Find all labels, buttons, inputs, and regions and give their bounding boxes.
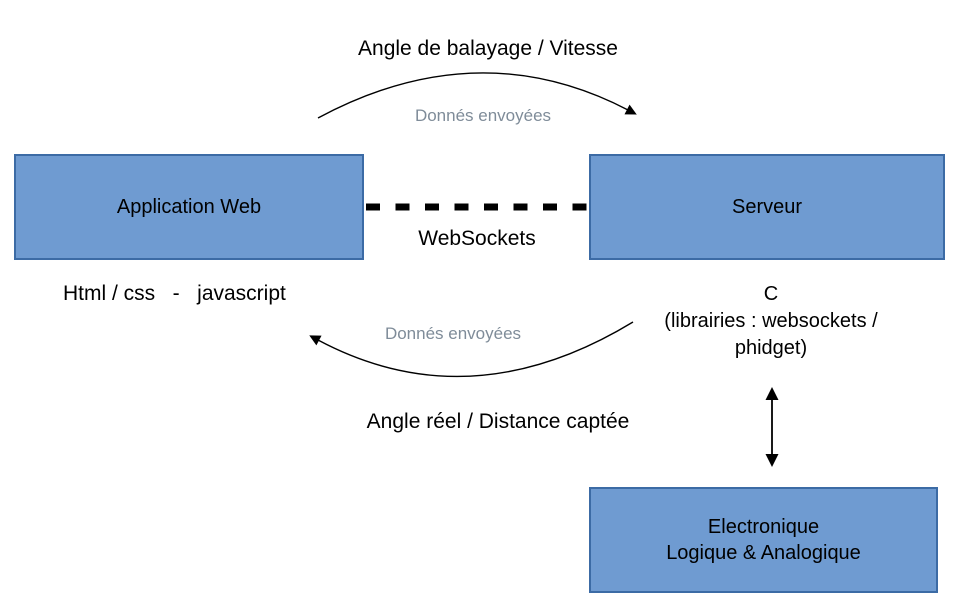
- electronics-box: Electronique Logique & Analogique: [589, 487, 938, 593]
- data-sent-label-top: Donnés envoyées: [414, 106, 552, 125]
- data-sent-label-bottom: Donnés envoyées: [384, 324, 522, 343]
- server-box-label: Serveur: [731, 196, 803, 218]
- electronics-box-label: Electronique Logique & Analogique: [666, 516, 861, 564]
- top-flow-label: Angle de balayage / Vitesse: [358, 37, 618, 60]
- web-application-box: Application Web: [14, 154, 364, 260]
- server-technologies-label: C (librairies : websockets / phidget): [664, 283, 878, 359]
- websockets-label: WebSockets: [418, 227, 536, 250]
- bottom-flow-label: Angle réel / Distance captée: [366, 410, 630, 433]
- server-box: Serveur: [589, 154, 945, 260]
- web-application-box-label: Application Web: [116, 196, 262, 218]
- web-technologies-label: Html / css - javascript: [63, 282, 286, 305]
